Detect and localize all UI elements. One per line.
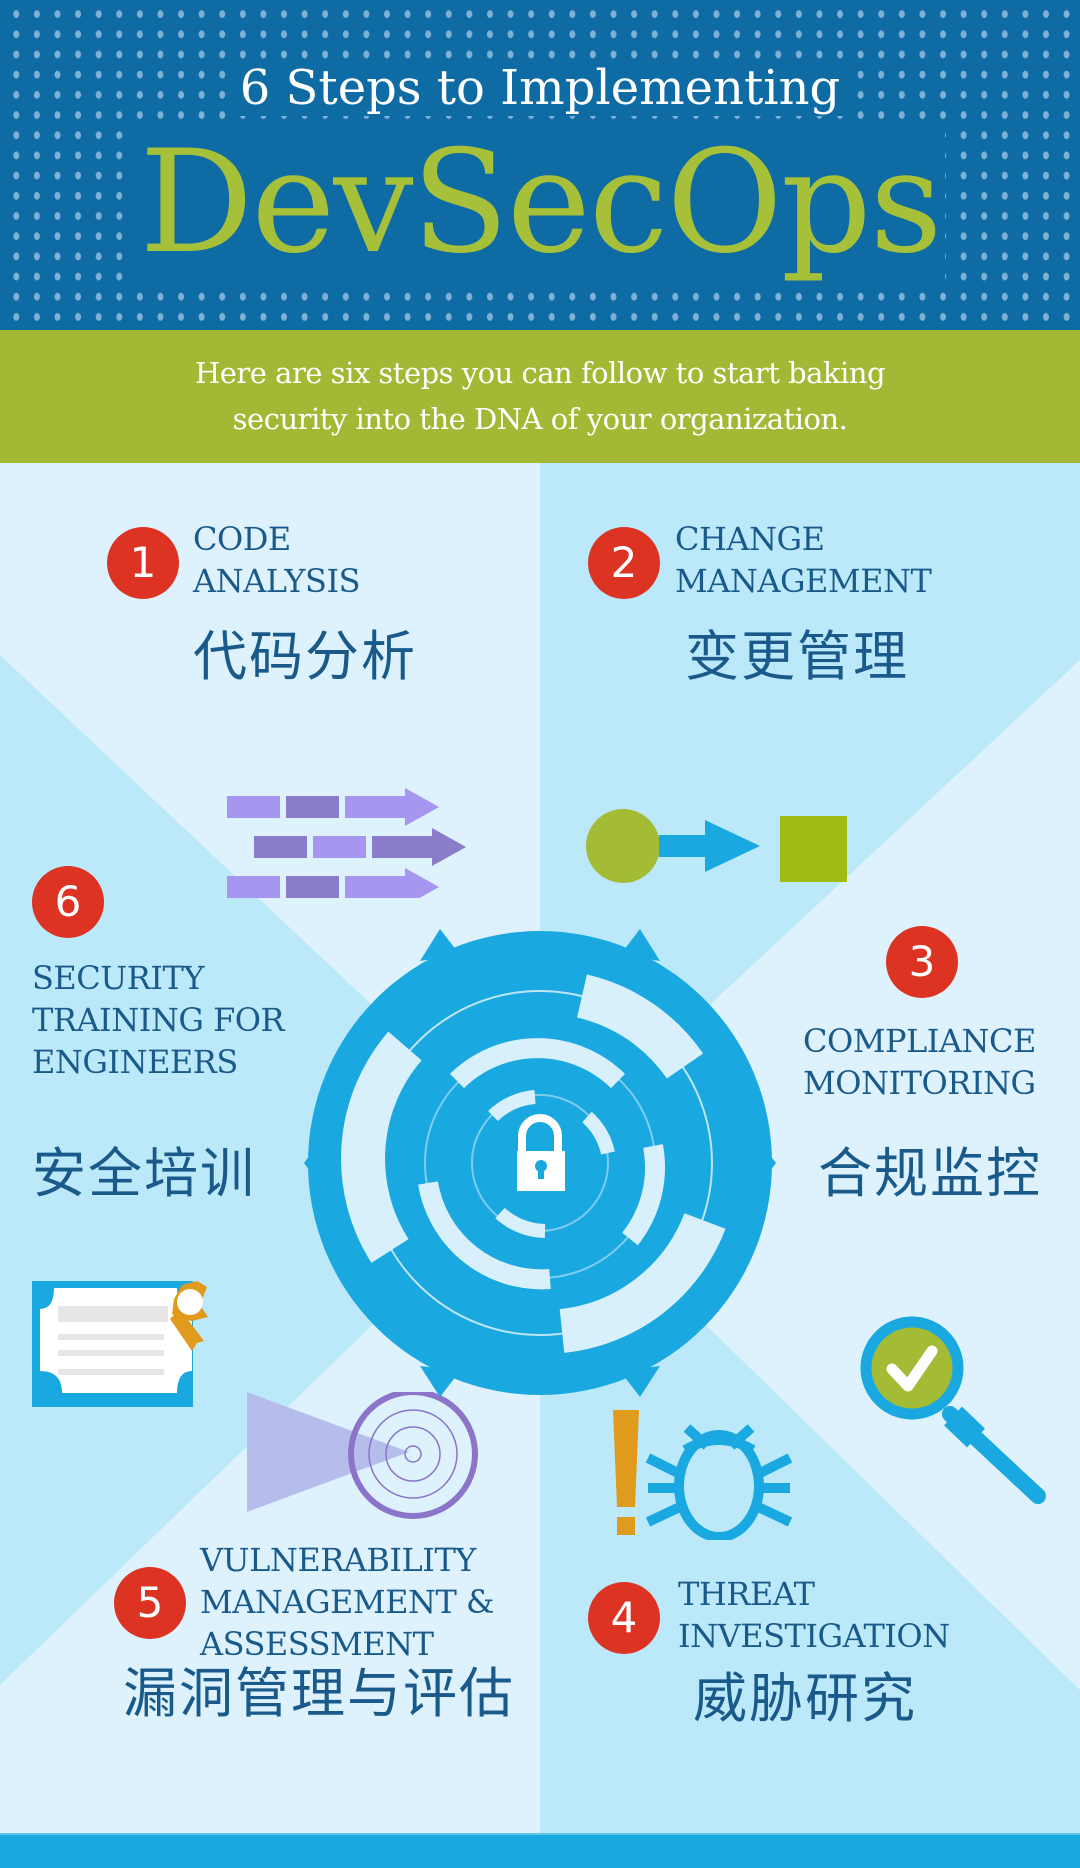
circle-to-square-icon bbox=[586, 809, 847, 883]
background-quadrants bbox=[0, 463, 1080, 1833]
step-4-chinese: 威胁研究 bbox=[693, 1667, 917, 1730]
header-title: DevSecOps bbox=[0, 120, 1080, 285]
step-2-title: CHANGE MANAGEMENT bbox=[675, 520, 932, 600]
footer-bar bbox=[0, 1833, 1080, 1868]
step-1-badge: 1 bbox=[107, 527, 179, 599]
step-3-badge: 3 bbox=[886, 926, 958, 998]
pipeline-arrows-icon bbox=[227, 788, 466, 898]
step-5-title: VULNERABILITY MANAGEMENT & ASSESSMENT bbox=[200, 1541, 495, 1663]
header-subtitle: 6 Steps to Implementing bbox=[0, 58, 1080, 118]
step-5-chinese: 漏洞管理与评估 bbox=[123, 1662, 515, 1725]
lock-icon bbox=[517, 1114, 565, 1191]
magnifier-check-icon bbox=[860, 1316, 1046, 1504]
step-2-chinese: 变更管理 bbox=[685, 625, 909, 688]
intro-line-2: security into the DNA of your organizati… bbox=[232, 402, 848, 436]
step-4-title: THREAT INVESTIGATION bbox=[678, 1575, 950, 1655]
step-1-chinese: 代码分析 bbox=[193, 625, 417, 688]
step-3-title: COMPLIANCE MONITORING bbox=[803, 1022, 1036, 1102]
step-3-chinese: 合规监控 bbox=[818, 1142, 1042, 1205]
header-banner: 6 Steps to Implementing DevSecOps bbox=[0, 0, 1080, 330]
intro-line-1: Here are six steps you can follow to sta… bbox=[194, 356, 886, 390]
intro-band: Here are six steps you can follow to sta… bbox=[0, 330, 1080, 463]
certificate-icon bbox=[32, 1281, 208, 1407]
security-gear-emblem bbox=[304, 929, 776, 1397]
step-2-badge: 2 bbox=[588, 527, 660, 599]
step-6-title: SECURITY TRAINING FOR ENGINEERS bbox=[32, 959, 285, 1081]
step-4-badge: 4 bbox=[588, 1582, 660, 1654]
step-6-badge: 6 bbox=[32, 866, 104, 938]
bug-alert-icon bbox=[613, 1410, 793, 1540]
step-6-chinese: 安全培训 bbox=[32, 1142, 256, 1205]
step-1-title: CODE ANALYSIS bbox=[193, 520, 361, 600]
step-5-badge: 5 bbox=[114, 1567, 186, 1639]
steps-area: 1 CODE ANALYSIS 代码分析 2 CHANGE MANAGEMENT… bbox=[0, 463, 1080, 1833]
radar-target-icon bbox=[247, 1392, 478, 1519]
